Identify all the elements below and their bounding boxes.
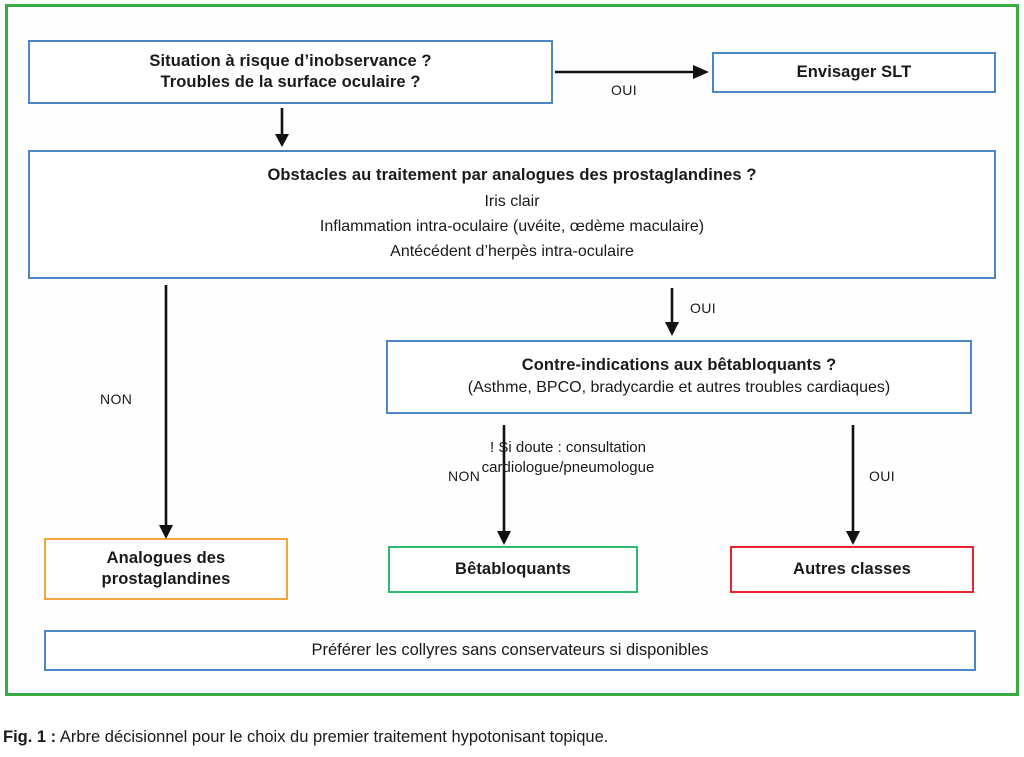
node-obstacles-line3: Antécédent d’herpès intra-oculaire xyxy=(390,243,634,261)
node-obstacles-line1: Iris clair xyxy=(484,192,540,210)
edge-label-oui-slt: OUI xyxy=(611,82,638,98)
node-analogues-line1: Analogues des xyxy=(106,548,226,567)
figure-caption: Fig. 1 : Arbre décisionnel pour le choix… xyxy=(3,728,1013,747)
node-obstacles-prostaglandines: Obstacles au traitement par analogues de… xyxy=(28,150,996,279)
node-autres-classes-label: Autres classes xyxy=(793,559,911,578)
node-contre-indications-betabloquants: Contre-indications aux bêtabloquants ? (… xyxy=(386,340,972,414)
node-obstacles-title: Obstacles au traitement par analogues de… xyxy=(267,165,757,184)
note-consultation-line2: cardiologue/pneumologue xyxy=(481,459,655,477)
node-situation-risque-line1: Situation à risque d’inobservance ? xyxy=(149,51,432,70)
node-contre-indications-line1: (Asthme, BPCO, bradycardie et autres tro… xyxy=(467,379,891,397)
node-situation-risque: Situation à risque d’inobservance ? Trou… xyxy=(28,40,553,104)
edge-label-non-left: NON xyxy=(100,391,133,407)
node-betabloquants-label: Bêtabloquants xyxy=(455,559,571,578)
edge-label-oui-right: OUI xyxy=(869,468,896,484)
edge-label-non-middle: NON xyxy=(448,468,481,484)
note-consultation-specialiste: ! Si doute : consultation cardiologue/pn… xyxy=(482,438,655,479)
node-analogues-line2: prostaglandines xyxy=(101,570,231,588)
node-preferer-collyres-label: Préférer les collyres sans conservateurs… xyxy=(311,640,709,659)
note-consultation-line1: ! Si doute : consultation xyxy=(490,439,646,456)
node-obstacles-line2: Inflammation intra-oculaire (uvéite, œdè… xyxy=(319,217,705,235)
node-autres-classes: Autres classes xyxy=(730,546,974,593)
node-situation-risque-line2: Troubles de la surface oculaire ? xyxy=(160,73,421,91)
node-contre-indications-title: Contre-indications aux bêtabloquants ? xyxy=(521,356,837,375)
node-betabloquants: Bêtabloquants xyxy=(388,546,638,593)
figure-caption-label: Fig. 1 : xyxy=(3,728,57,746)
node-envisager-slt-label: Envisager SLT xyxy=(796,62,912,81)
node-preferer-collyres: Préférer les collyres sans conservateurs… xyxy=(44,630,976,671)
node-analogues-prostaglandines: Analogues des prostaglandines xyxy=(44,538,288,600)
node-envisager-slt: Envisager SLT xyxy=(712,52,996,93)
edge-label-oui-obstacles: OUI xyxy=(690,300,717,316)
figure-caption-text: Arbre décisionnel pour le choix du premi… xyxy=(56,728,609,746)
